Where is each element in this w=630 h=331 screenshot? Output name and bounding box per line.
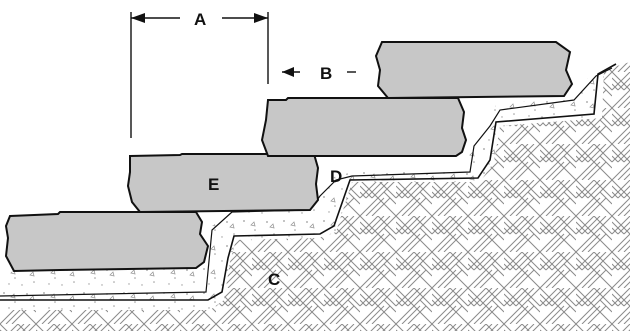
dimension-a-arrow-left: [131, 13, 145, 23]
sand-bedding-layer: [0, 70, 604, 310]
stone-slab-upper: [260, 97, 468, 157]
label-a: A: [194, 10, 206, 29]
base-boundary-line: [0, 63, 617, 301]
stone-slab-e: [126, 153, 320, 214]
dimension-b-arrow: [282, 67, 294, 77]
label-c: C: [268, 270, 280, 289]
stone-slab-top: [374, 41, 574, 100]
label-d: D: [330, 167, 342, 186]
stone-slab-bottom: [4, 211, 210, 273]
label-e: E: [208, 175, 219, 194]
dimension-a-arrow-right: [254, 13, 268, 23]
dimension-a: [130, 12, 269, 138]
sand-top-line: [0, 67, 613, 297]
compacted-base-region: [0, 62, 630, 331]
label-b: B: [320, 64, 332, 83]
